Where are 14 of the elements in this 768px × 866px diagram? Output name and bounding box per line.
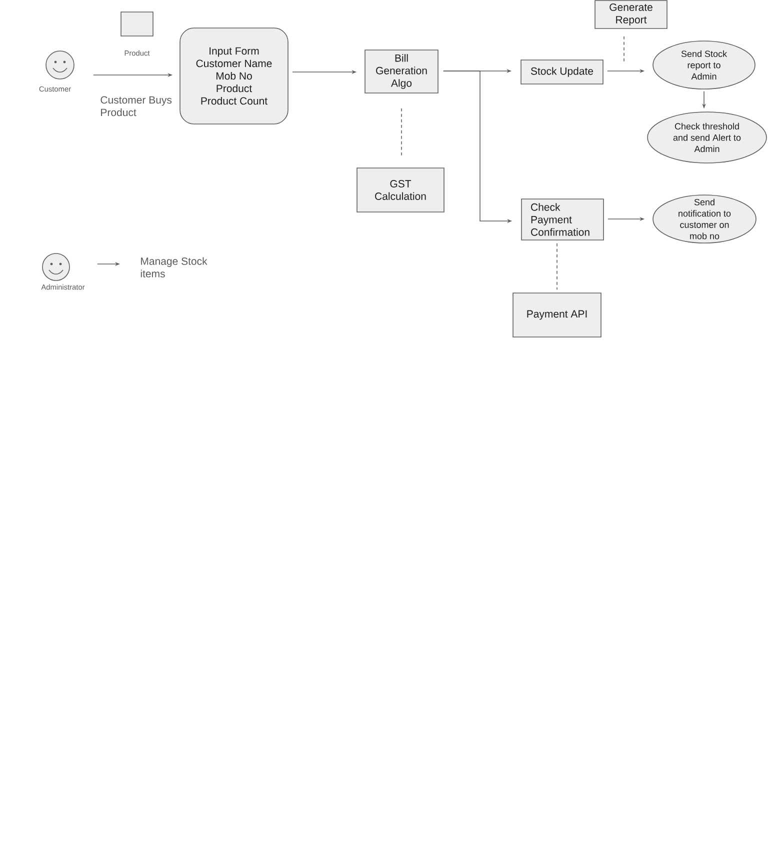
smiley-face	[46, 50, 74, 80]
process-box: GST Calculation	[356, 168, 444, 212]
edge-label: Customer Buys Product	[100, 96, 172, 116]
process-box: Bill Generation Algo	[364, 50, 438, 94]
action-text: Manage Stock items	[140, 257, 208, 278]
smiley-face	[42, 253, 70, 281]
dashed-line	[401, 108, 402, 157]
process-box: Stock Update	[520, 60, 604, 84]
square-shape	[120, 12, 154, 36]
form-box: Input Form Customer Name Mob No Product Product Count	[180, 28, 288, 124]
dashed-line	[556, 243, 558, 290]
process-box: Generate Report	[594, 0, 668, 29]
process-box: Payment API	[512, 292, 602, 338]
process-box: Check Payment Confirmation	[521, 198, 604, 240]
